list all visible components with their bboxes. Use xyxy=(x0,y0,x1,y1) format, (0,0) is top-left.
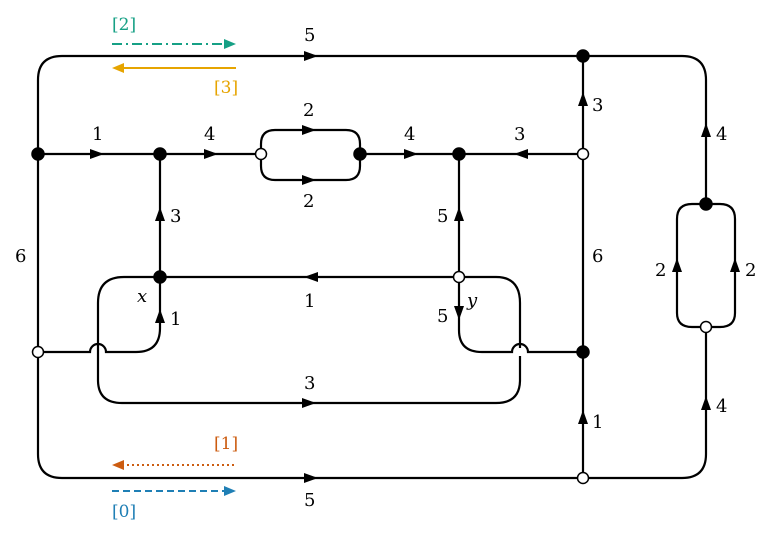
edge-labels: 5 5 6 1 4 2 2 4 3 3 1 5 5 1 3 3 6 1 4 4 … xyxy=(15,25,756,511)
arrow-inner-3 xyxy=(302,398,316,408)
vertex-label-y: y xyxy=(466,290,478,311)
arrow-far-lens-left xyxy=(672,258,682,272)
edge-lens-bottom xyxy=(259,154,362,182)
arrow-top-outer xyxy=(304,51,318,61)
node-far-lens-bottom xyxy=(699,320,713,334)
label-right-up-1: 1 xyxy=(592,412,603,433)
edge-y-down xyxy=(457,277,583,354)
arrow-right-up-1 xyxy=(578,410,588,424)
node-y xyxy=(452,270,466,284)
arrow-mid-right-3 xyxy=(514,149,528,159)
node-x-top xyxy=(153,147,167,161)
node-right-top xyxy=(576,49,590,63)
node-x xyxy=(153,270,167,284)
legend-label-2: [2] xyxy=(112,15,136,35)
node-left-lower xyxy=(31,345,45,359)
label-far-lens-left: 2 xyxy=(655,260,666,281)
legend-label-1: [1] xyxy=(214,434,238,454)
label-right-vertical-6: 6 xyxy=(592,246,603,267)
edge-bottom-outer xyxy=(36,154,708,480)
label-x-in: 1 xyxy=(170,309,181,330)
node-lens-left xyxy=(254,147,268,161)
label-right-up-3: 3 xyxy=(592,95,603,116)
node-right-lower xyxy=(576,345,590,359)
nodes xyxy=(31,49,713,485)
legend-item-3: [3] xyxy=(112,63,238,98)
node-right-mid xyxy=(576,147,590,161)
label-mid-left-4: 4 xyxy=(204,124,215,145)
label-far-right-bottom: 4 xyxy=(716,396,727,417)
arrow-right-up-3 xyxy=(578,92,588,106)
label-inner-1: 1 xyxy=(304,291,315,312)
arrow-inner-1 xyxy=(304,272,318,282)
arrowheads xyxy=(90,51,740,483)
label-lens-bottom: 2 xyxy=(303,191,314,212)
label-mid-left-1: 1 xyxy=(92,124,103,145)
arrow-mid-left-4 xyxy=(204,149,218,159)
label-y-down: 5 xyxy=(437,306,448,327)
vertex-labels: x y xyxy=(137,286,478,311)
edge-x-in xyxy=(38,277,162,354)
node-left-junction xyxy=(31,147,45,161)
vertex-label-x: x xyxy=(137,286,147,307)
node-y-top xyxy=(452,147,466,161)
legend-item-2: [2] xyxy=(112,15,236,49)
label-x-up: 3 xyxy=(170,206,181,227)
arrow-x-in xyxy=(155,309,165,323)
legend-label-0: [0] xyxy=(112,502,136,522)
label-lens-top: 2 xyxy=(303,100,314,121)
edge-inner-loop-right xyxy=(459,275,522,348)
arrow-y-down xyxy=(454,306,464,320)
label-mid-right-4: 4 xyxy=(404,124,415,145)
edges xyxy=(36,54,737,480)
arrow-far-lens-right xyxy=(730,258,740,272)
legend: [2] [3] [1] [0] xyxy=(112,15,238,522)
arrow-mid-left-1 xyxy=(90,149,104,159)
legend-item-1: [1] xyxy=(112,434,238,470)
label-mid-right-3: 3 xyxy=(514,124,525,145)
edge-far-lens-right xyxy=(706,202,737,329)
arrow-lens-top xyxy=(302,125,316,135)
arrow-far-right-top xyxy=(701,123,711,137)
arrow-y-up xyxy=(454,207,464,221)
arrow-lens-bottom xyxy=(302,175,316,185)
arrow-bottom-outer xyxy=(304,473,318,483)
legend-item-0: [0] xyxy=(112,486,236,522)
arrow-x-up xyxy=(155,207,165,221)
label-far-lens-right: 2 xyxy=(745,260,756,281)
label-far-right-top: 4 xyxy=(716,124,727,145)
edge-inner-loop-left xyxy=(96,275,522,405)
node-right-bottom xyxy=(576,471,590,485)
label-bottom-outer: 5 xyxy=(304,490,315,511)
legend-label-3: [3] xyxy=(214,78,238,98)
label-inner-3: 3 xyxy=(304,373,315,394)
edge-lens-top xyxy=(259,128,362,154)
arrow-mid-right-4 xyxy=(404,149,418,159)
node-far-lens-top xyxy=(699,197,713,211)
edge-far-lens-left xyxy=(675,202,706,329)
edge-top-outer xyxy=(36,54,708,204)
label-left-outer: 6 xyxy=(15,246,26,267)
arrow-far-right-bottom xyxy=(701,396,711,410)
label-top-outer: 5 xyxy=(304,25,315,46)
node-lens-right xyxy=(353,147,367,161)
label-y-up: 5 xyxy=(437,206,448,227)
